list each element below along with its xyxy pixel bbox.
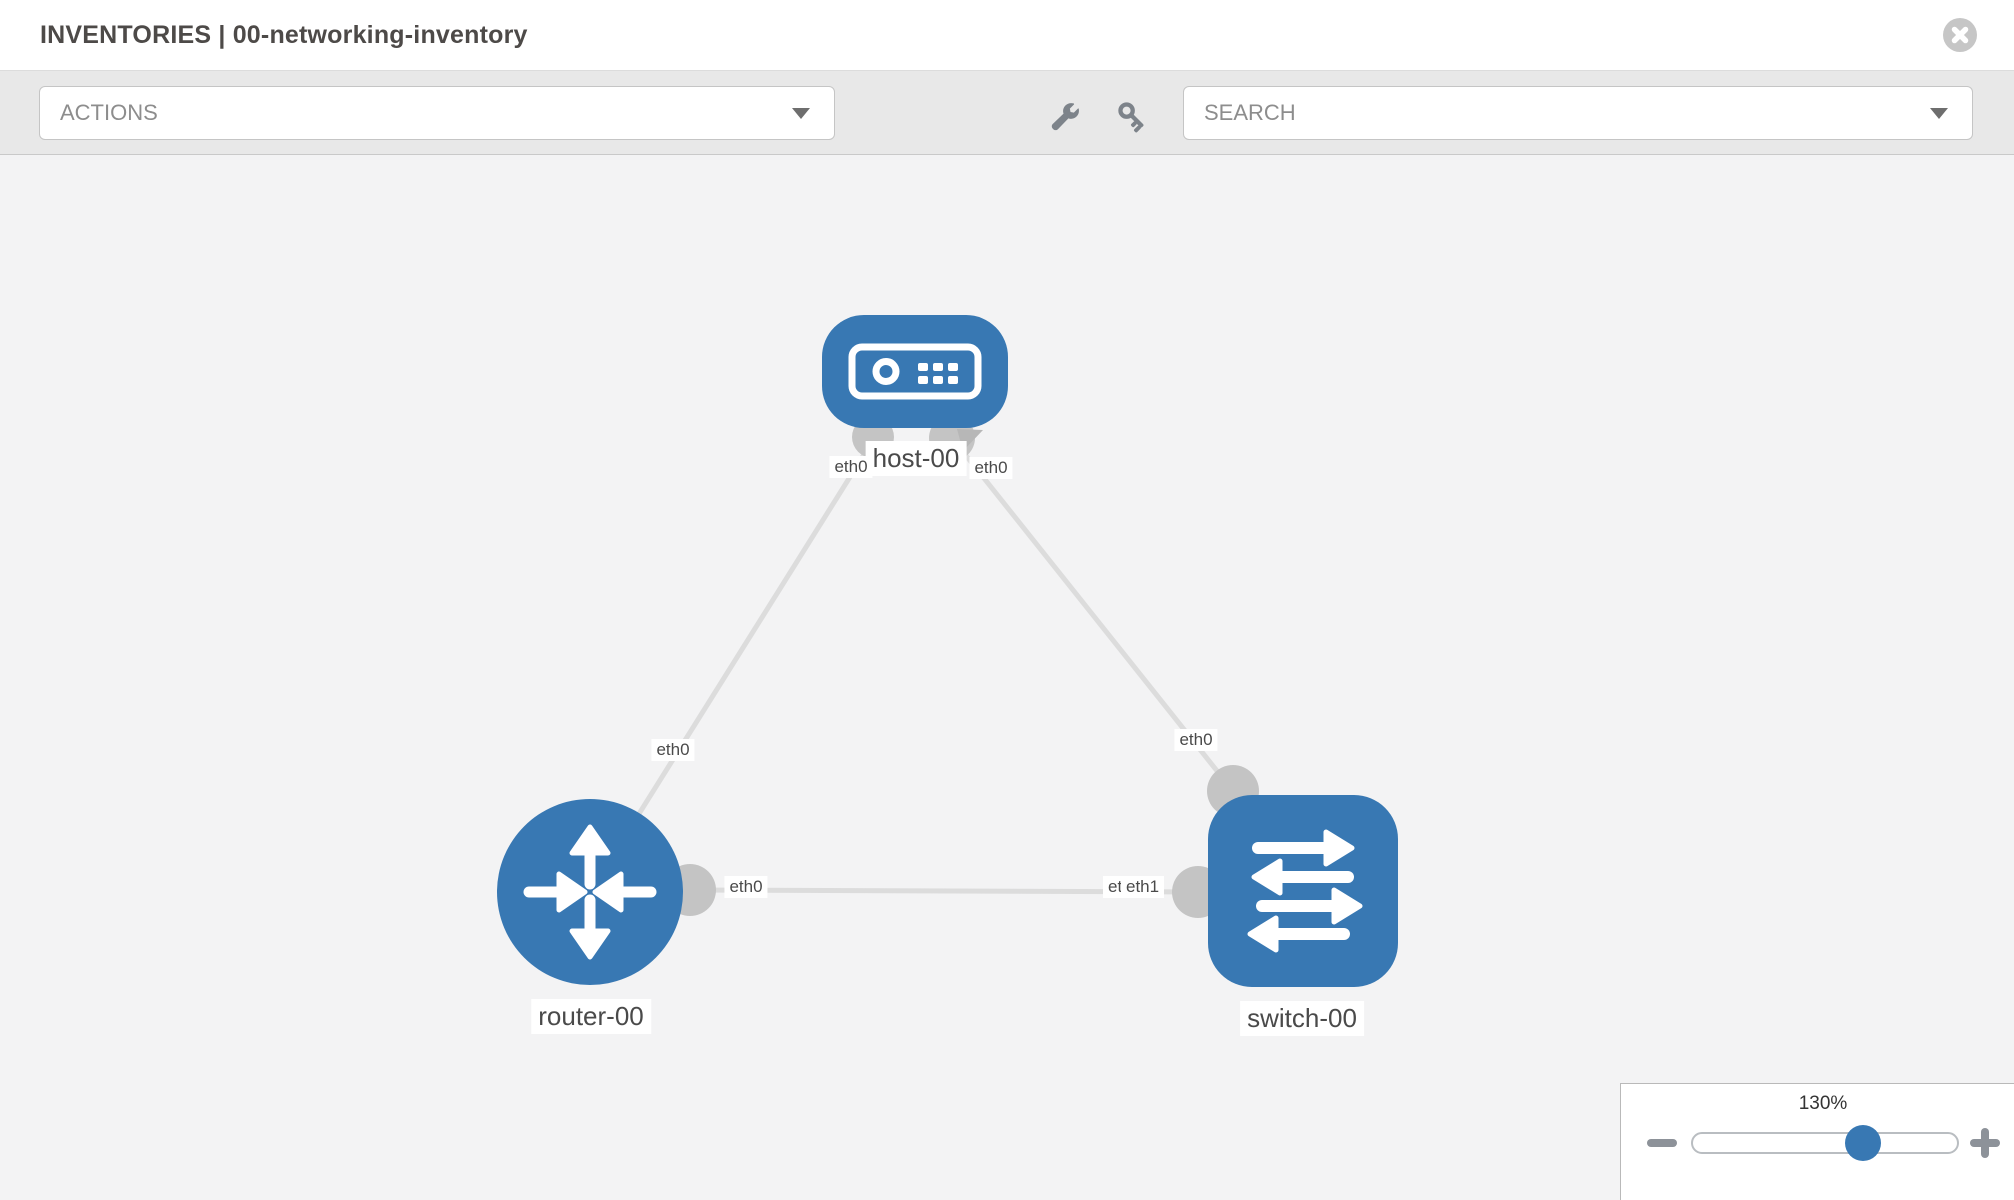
router-icon <box>523 824 657 960</box>
toolbar: ACTIONS SEARCH <box>0 71 2014 155</box>
tools-button[interactable] <box>1045 97 1085 137</box>
zoom-panel: 130% <box>1620 1083 2014 1200</box>
close-icon <box>1951 26 1969 44</box>
interface-label-router-eth0-right: eth0 <box>724 876 768 898</box>
node-label-host: host-00 <box>865 441 967 476</box>
zoom-slider-track[interactable] <box>1691 1132 1959 1154</box>
node-router-00[interactable] <box>497 799 683 985</box>
actions-dropdown[interactable]: ACTIONS <box>39 86 835 140</box>
node-switch-00[interactable] <box>1208 795 1398 987</box>
key-legend-button[interactable] <box>1113 97 1153 137</box>
close-button[interactable] <box>1943 18 1977 52</box>
node-label-router: router-00 <box>531 999 651 1034</box>
minus-icon <box>1647 1139 1677 1147</box>
key-icon <box>1118 102 1144 133</box>
search-dropdown[interactable]: SEARCH <box>1183 86 1973 140</box>
interface-label-switch-eth0-top: eth0 <box>1174 729 1218 751</box>
node-label-switch: switch-00 <box>1240 1001 1364 1036</box>
zoom-level: 130% <box>1798 1093 1848 1114</box>
actions-dropdown-label: ACTIONS <box>60 100 158 125</box>
header: INVENTORIES | 00-networking-inventory <box>0 0 2014 71</box>
zoom-in-button[interactable] <box>1969 1127 2003 1159</box>
interface-label-host-eth0-right: eth0 <box>969 457 1013 479</box>
switch-icon <box>1247 829 1363 953</box>
zoom-out-button[interactable] <box>1643 1127 1681 1157</box>
search-dropdown-label: SEARCH <box>1204 100 1296 125</box>
caret-down-icon <box>1930 108 1948 119</box>
caret-down-icon <box>792 108 810 119</box>
host-icon <box>848 343 982 400</box>
interface-label-host-eth0-left: eth0 <box>829 456 873 478</box>
interface-label-router-eth0-uplink: eth0 <box>651 739 695 761</box>
interface-label-switch-eth1-left: eth1 <box>1121 876 1165 898</box>
wrench-icon <box>1051 103 1080 131</box>
node-host-00[interactable] <box>822 315 1008 428</box>
page-title: INVENTORIES | 00-networking-inventory <box>40 21 528 49</box>
zoom-slider-knob[interactable] <box>1845 1125 1881 1161</box>
plus-icon <box>1981 1128 1989 1158</box>
